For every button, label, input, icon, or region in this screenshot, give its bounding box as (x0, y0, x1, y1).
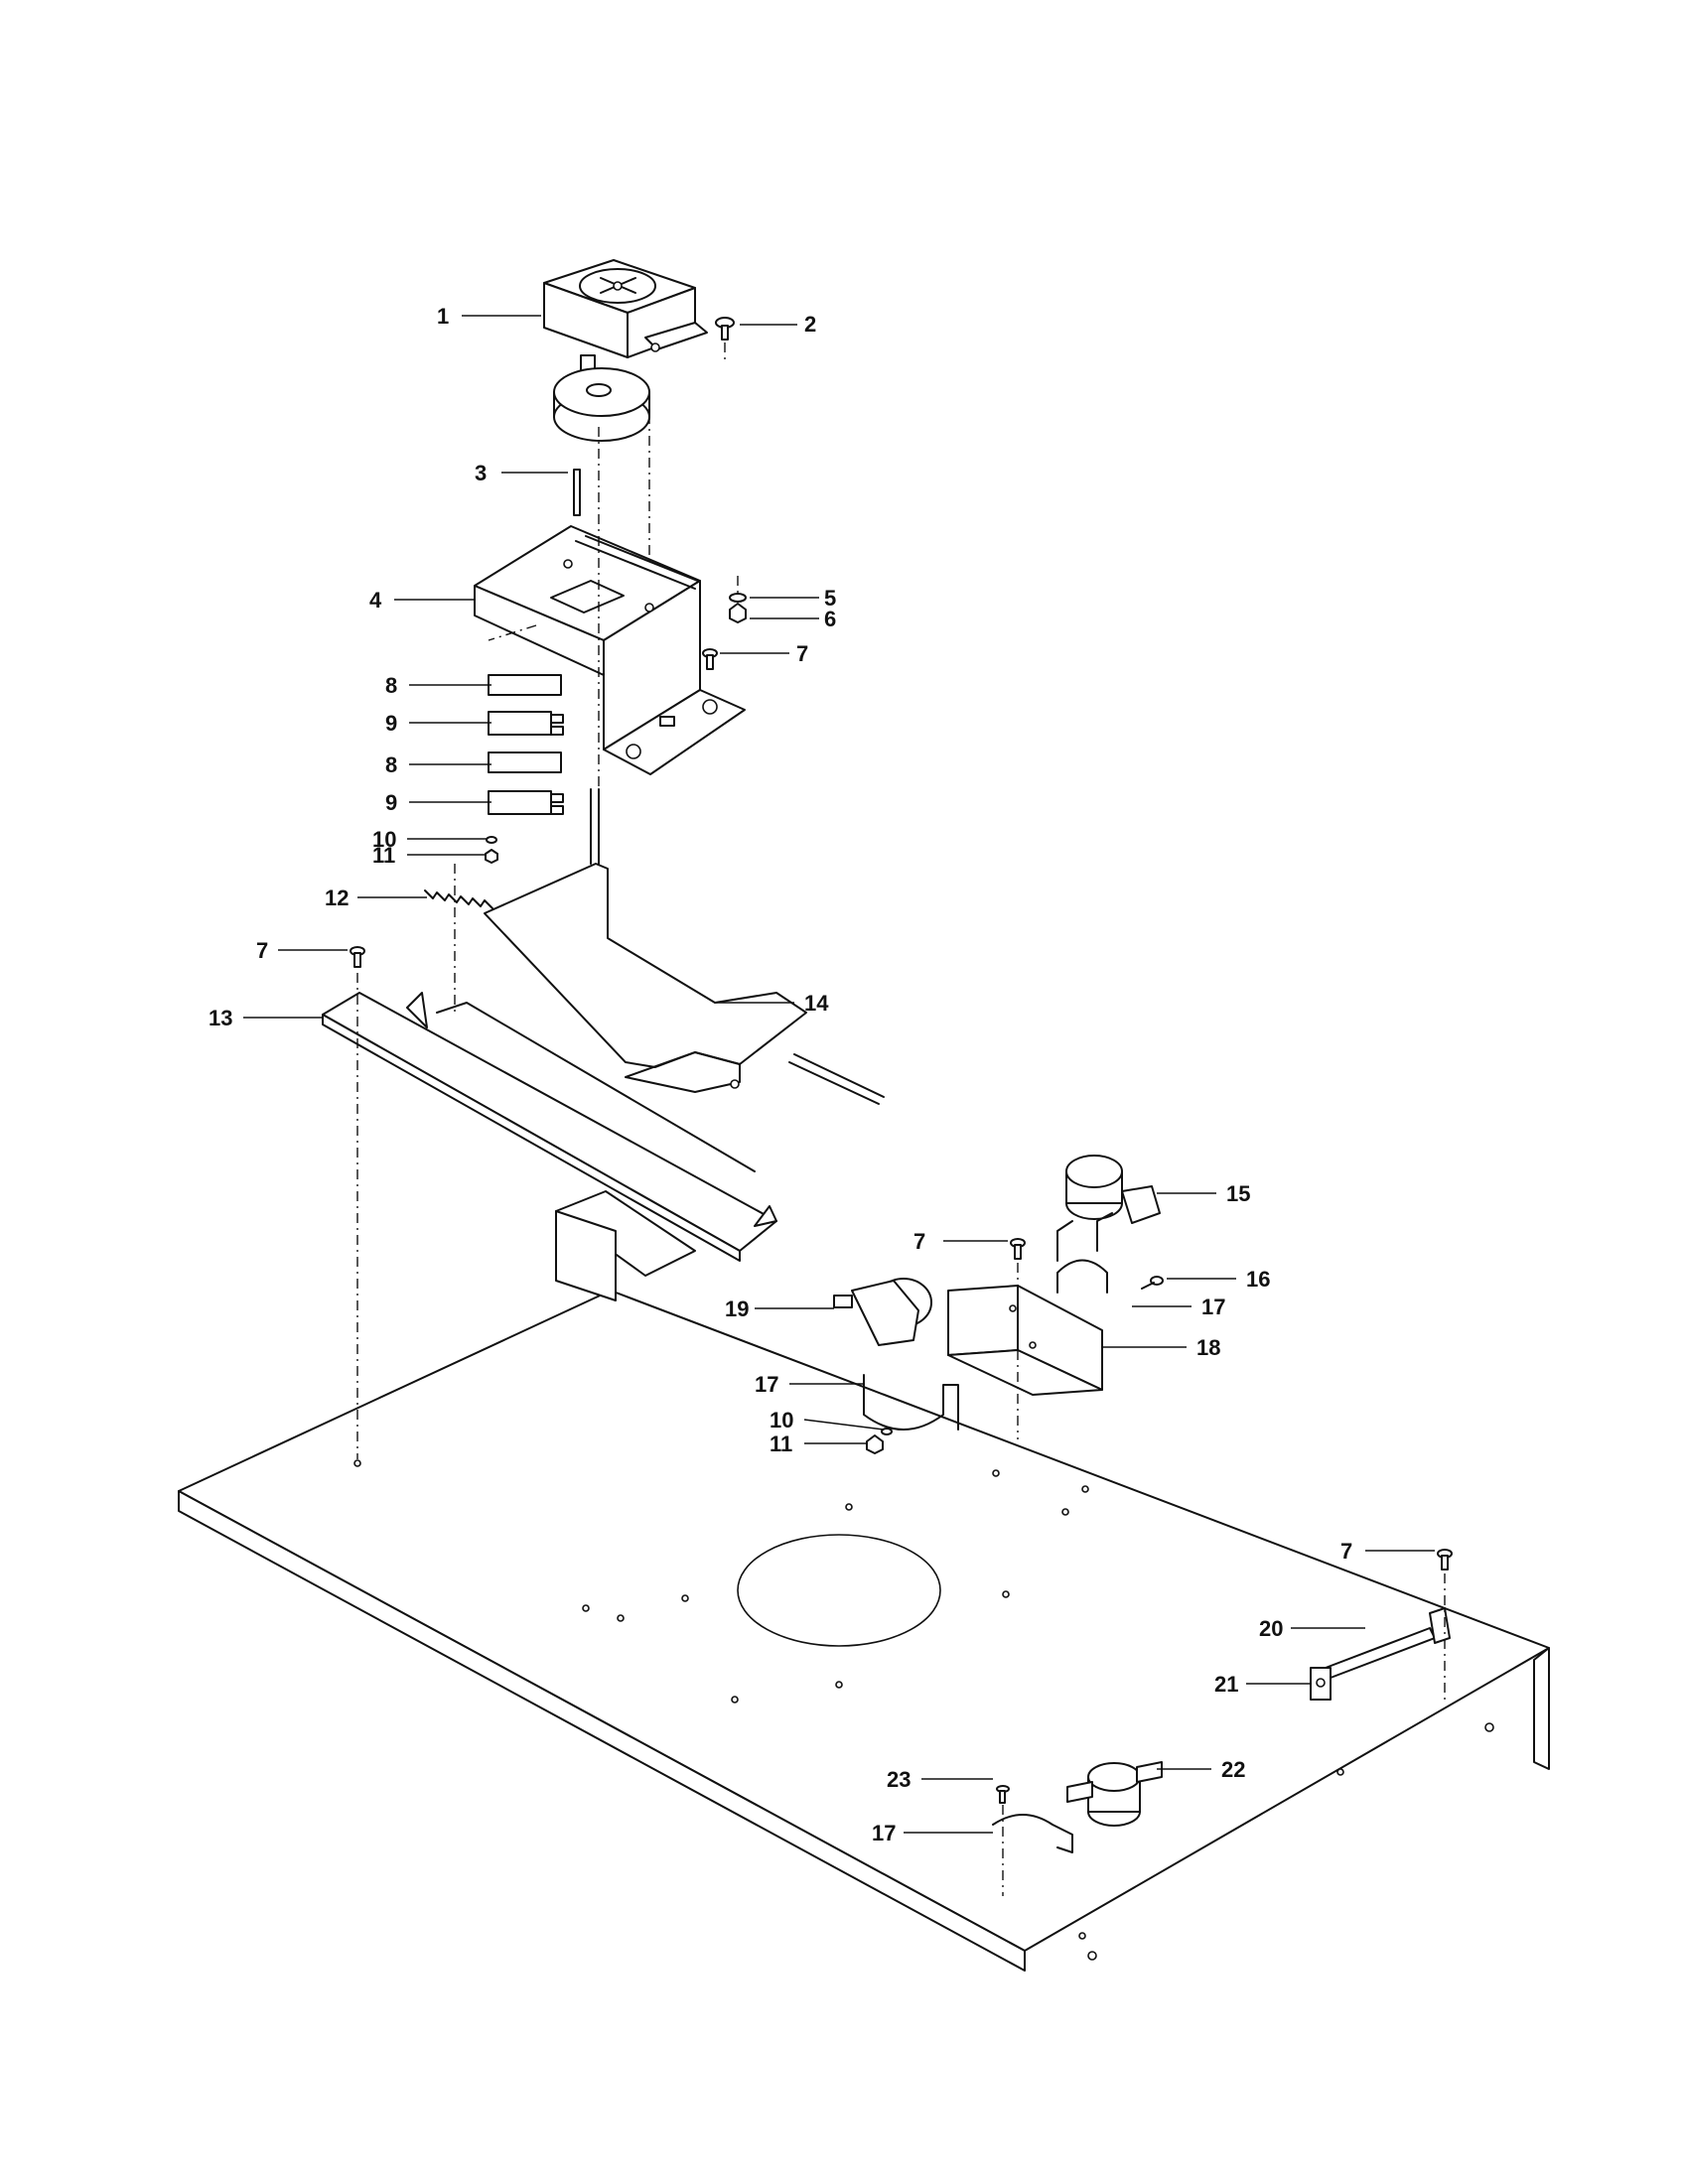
callout-7c: 7 (913, 1229, 925, 1254)
clip-part-17-middle (863, 1374, 959, 1431)
bracket-part-18 (947, 1285, 1103, 1396)
callout-9a: 9 (385, 711, 397, 736)
callout-16: 16 (1246, 1267, 1270, 1292)
thermostat-part-15 (1065, 1155, 1161, 1224)
callout-8a: 8 (385, 673, 397, 698)
callout-4: 4 (369, 588, 382, 613)
washer-nut-parts-10-11 (866, 1428, 893, 1454)
leader-lines (243, 315, 1435, 1834)
turntable-opening (737, 1534, 941, 1647)
motor-part-1 (543, 259, 708, 442)
callout-17b: 17 (755, 1372, 778, 1397)
callout-6: 6 (824, 607, 836, 631)
thermostat-part-22 (1066, 1761, 1163, 1827)
lever-part-14 (484, 788, 885, 1105)
screw-part-16 (1141, 1276, 1164, 1290)
callout-7: 7 (796, 641, 808, 666)
callout-8b: 8 (385, 752, 397, 777)
callout-15: 15 (1226, 1181, 1250, 1206)
plate-part-13 (322, 992, 777, 1301)
callout-23: 23 (887, 1767, 911, 1792)
bracket-part-20-21 (1310, 1607, 1451, 1701)
clip-part-17 (1056, 1212, 1113, 1294)
callout-7d: 7 (1340, 1539, 1352, 1564)
spring-part-12 (424, 889, 493, 909)
callout-14: 14 (804, 991, 829, 1016)
screw-part-7 (350, 648, 1453, 1804)
shaft-part-3 (573, 469, 581, 516)
callout-12: 12 (325, 886, 349, 910)
washer-nut-parts-5-6 (729, 593, 747, 623)
callout-9b: 9 (385, 790, 397, 815)
callout-20: 20 (1259, 1616, 1283, 1641)
callout-11b: 11 (770, 1432, 792, 1456)
callout-21: 21 (1214, 1672, 1238, 1697)
switch-parts-8-9 (485, 674, 564, 864)
callout-17a: 17 (1201, 1295, 1225, 1319)
callout-19: 19 (725, 1297, 749, 1321)
base-plate (178, 1290, 1550, 1972)
callout-17c: 17 (872, 1821, 896, 1845)
callout-2: 2 (804, 312, 816, 337)
callout-1: 1 (437, 304, 449, 329)
callout-22: 22 (1221, 1757, 1245, 1782)
assembly-axes (356, 342, 1446, 1896)
callout-10b: 10 (770, 1408, 793, 1433)
thermostat-part-19 (833, 1278, 932, 1346)
callout-11a: 11 (372, 843, 395, 868)
screw-part-2 (715, 317, 735, 341)
callout-3: 3 (475, 461, 487, 485)
callout-5: 5 (824, 586, 836, 611)
callout-labels: 1 2 3 4 5 6 7 8 9 8 9 10 11 12 7 13 14 1… (209, 304, 1352, 1845)
callout-10a: 10 (372, 827, 396, 852)
callout-13: 13 (209, 1006, 232, 1030)
bracket-part-4 (474, 525, 746, 775)
clip-part-17-lower (992, 1814, 1073, 1853)
callout-7b: 7 (256, 938, 268, 963)
callout-18: 18 (1196, 1335, 1220, 1360)
